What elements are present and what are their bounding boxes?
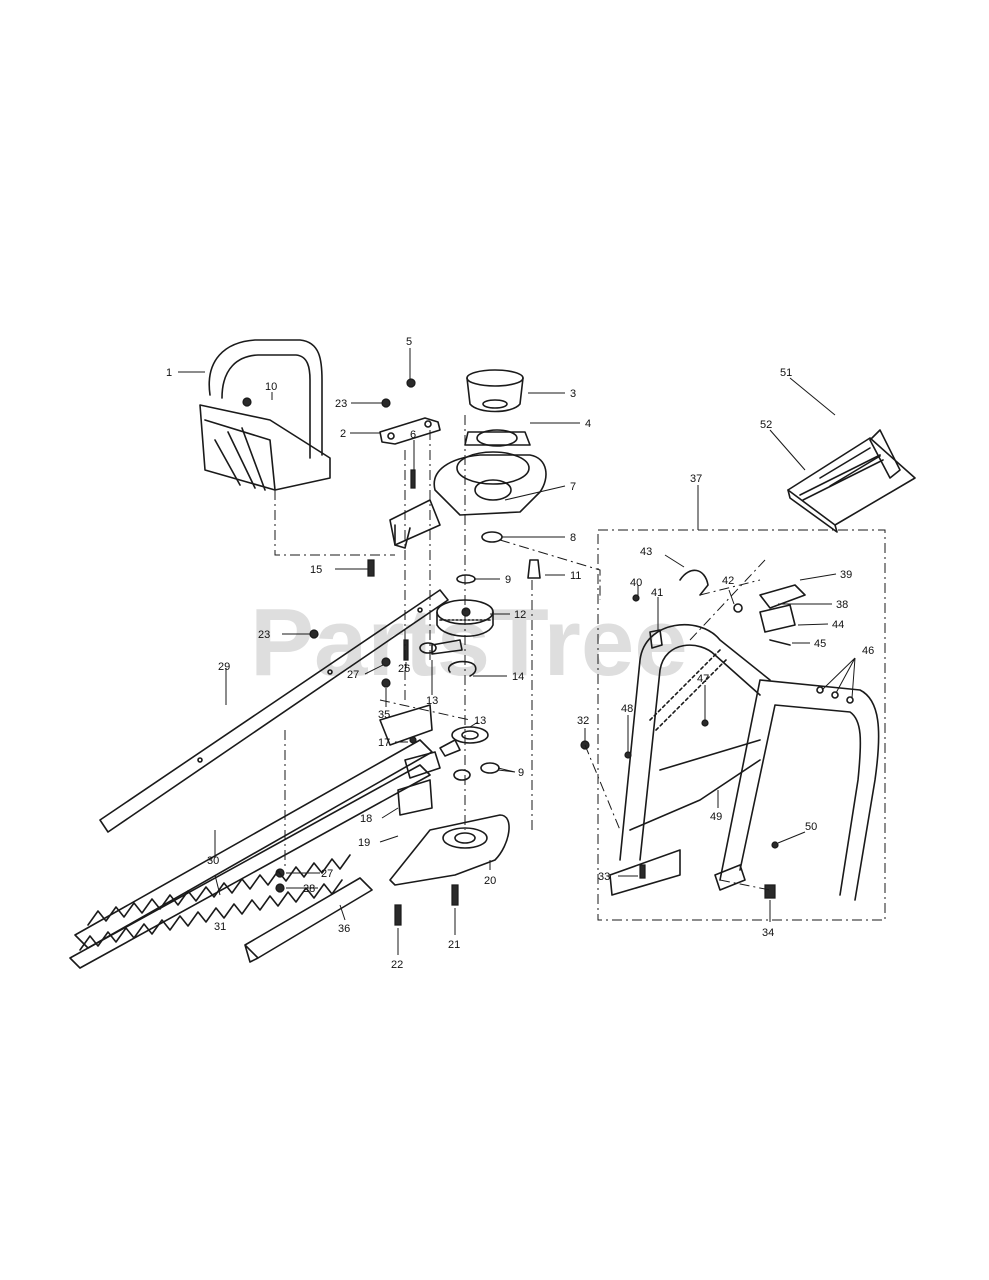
spark-plug-wrench [799,429,901,501]
callout-26: 26 [398,663,410,675]
gear-cap [466,369,524,413]
screw-21 [451,884,459,906]
callout-44: 44 [832,619,844,631]
callout-46: 46 [862,645,874,657]
screw-6 [410,469,416,489]
callout-9-lower: 9 [518,767,524,779]
bushing-8 [481,531,503,543]
callout-8: 8 [570,532,576,544]
lower-housing [389,751,510,886]
callout-19: 19 [358,837,370,849]
callout-10: 10 [265,381,277,393]
callout-30: 30 [207,855,219,867]
nut-5 [406,378,416,388]
nut-23-top [381,398,391,408]
callout-6: 6 [410,429,416,441]
callout-4: 4 [585,418,591,430]
callout-23-upper: 23 [335,398,347,410]
callout-40: 40 [630,577,642,589]
screw-15 [367,559,375,577]
callout-2: 2 [340,428,346,440]
callout-15: 15 [310,564,322,576]
callout-29: 29 [218,661,230,673]
callout-52: 52 [760,419,772,431]
callout-18: 18 [360,813,372,825]
nut-10 [242,397,252,407]
leader-lines [178,348,856,955]
callout-43: 43 [640,546,652,558]
callout-20: 20 [484,875,496,887]
callout-11: 11 [570,570,581,582]
callout-45: 45 [814,638,826,650]
screw-22 [394,904,402,926]
callout-42: 42 [722,575,734,587]
callout-39: 39 [840,569,852,581]
callout-12: 12 [514,609,526,621]
callout-labels: 1 2 3 4 5 6 7 8 9 9 10 11 12 13 13 14 15… [166,336,874,971]
nut-23-mid [309,629,319,639]
callout-23-lower: 23 [258,629,270,641]
callout-1: 1 [166,367,172,379]
screw-28 [275,883,285,893]
callout-5: 5 [406,336,412,348]
callout-28: 28 [303,883,315,895]
callout-49: 49 [710,811,722,823]
callout-35: 35 [378,709,390,721]
nut-27-upper [381,657,391,667]
callout-38: 38 [836,599,848,611]
callout-51: 51 [780,367,792,379]
owners-manual [787,437,916,533]
lower-blade [69,764,431,969]
callout-34: 34 [762,927,774,939]
blade-guard [244,877,373,963]
callout-50: 50 [805,821,817,833]
callout-41: 41 [651,587,663,599]
callout-22: 22 [391,959,403,971]
callout-3: 3 [570,388,576,400]
callout-9-upper: 9 [505,574,511,586]
washer-9-top [456,574,476,584]
gear-housing [389,429,547,549]
callout-32: 32 [577,715,589,727]
alignment-lines [274,415,886,921]
callout-31: 31 [214,921,226,933]
callout-47: 47 [697,673,709,685]
throttle-parts [580,569,854,899]
callout-37: 37 [690,473,702,485]
callout-27-upper: 27 [347,669,359,681]
callout-14: 14 [512,671,524,683]
rear-handle-frame [609,623,880,901]
callout-13-upper: 13 [426,695,438,707]
callout-36: 36 [338,923,350,935]
callout-7: 7 [570,481,576,493]
guide-bar [99,589,449,833]
callout-27-lower: 27 [321,868,333,880]
front-handle [199,339,331,491]
callout-33: 33 [598,871,610,883]
screw-35 [381,678,391,688]
watermark: PartsTree [250,589,688,696]
callout-48: 48 [621,703,633,715]
callout-17: 17 [378,737,390,749]
retaining-clip [448,660,477,677]
bracket-plate [379,417,441,445]
callout-13-lower: 13 [474,715,486,727]
fitting-11 [527,559,541,579]
callout-21: 21 [448,939,460,951]
